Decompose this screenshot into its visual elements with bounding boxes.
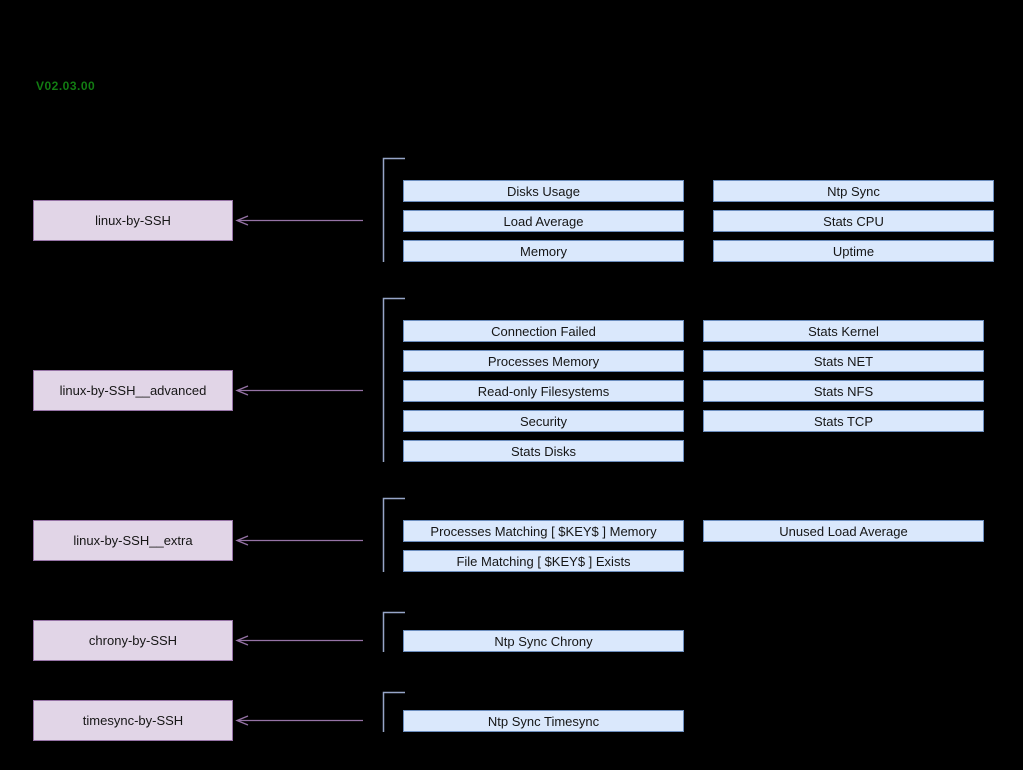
service-node-unused-load-average[interactable]: Unused Load Average <box>703 520 984 542</box>
group-bracket-timesync-by-ssh <box>382 691 405 732</box>
group-bracket-linux-by-ssh-extra <box>382 497 405 572</box>
service-node-stats-kernel[interactable]: Stats Kernel <box>703 320 984 342</box>
group-bracket-chrony-by-ssh <box>382 611 405 652</box>
template-node-linux-by-ssh-advanced[interactable]: linux-by-SSH__advanced <box>33 370 233 411</box>
service-node-stats-cpu[interactable]: Stats CPU <box>713 210 994 232</box>
service-node-stats-net[interactable]: Stats NET <box>703 350 984 372</box>
service-node-uptime[interactable]: Uptime <box>713 240 994 262</box>
arrow-linux-by-ssh-extra <box>235 535 363 546</box>
service-node-security[interactable]: Security <box>403 410 684 432</box>
service-node-stats-nfs[interactable]: Stats NFS <box>703 380 984 402</box>
service-node-file-matching-key-exists[interactable]: File Matching [ $KEY$ ] Exists <box>403 550 684 572</box>
arrow-linux-by-ssh-advanced <box>235 385 363 396</box>
service-node-connection-failed[interactable]: Connection Failed <box>403 320 684 342</box>
group-bracket-linux-by-ssh-advanced <box>382 297 405 462</box>
template-node-timesync-by-ssh[interactable]: timesync-by-SSH <box>33 700 233 741</box>
service-node-stats-disks[interactable]: Stats Disks <box>403 440 684 462</box>
arrow-linux-by-ssh <box>235 215 363 226</box>
template-node-linux-by-ssh[interactable]: linux-by-SSH <box>33 200 233 241</box>
template-node-linux-by-ssh-extra[interactable]: linux-by-SSH__extra <box>33 520 233 561</box>
group-bracket-linux-by-ssh <box>382 157 405 262</box>
version-label: V02.03.00 <box>36 79 96 93</box>
service-node-load-average[interactable]: Load Average <box>403 210 684 232</box>
service-node-ntp-sync-timesync[interactable]: Ntp Sync Timesync <box>403 710 684 732</box>
arrow-timesync-by-ssh <box>235 715 363 726</box>
service-node-stats-tcp[interactable]: Stats TCP <box>703 410 984 432</box>
service-node-processes-memory[interactable]: Processes Memory <box>403 350 684 372</box>
service-node-read-only-filesystems[interactable]: Read-only Filesystems <box>403 380 684 402</box>
arrow-chrony-by-ssh <box>235 635 363 646</box>
service-node-disks-usage[interactable]: Disks Usage <box>403 180 684 202</box>
template-node-chrony-by-ssh[interactable]: chrony-by-SSH <box>33 620 233 661</box>
service-node-processes-matching-key-memory[interactable]: Processes Matching [ $KEY$ ] Memory <box>403 520 684 542</box>
service-node-ntp-sync[interactable]: Ntp Sync <box>713 180 994 202</box>
service-node-memory[interactable]: Memory <box>403 240 684 262</box>
service-node-ntp-sync-chrony[interactable]: Ntp Sync Chrony <box>403 630 684 652</box>
